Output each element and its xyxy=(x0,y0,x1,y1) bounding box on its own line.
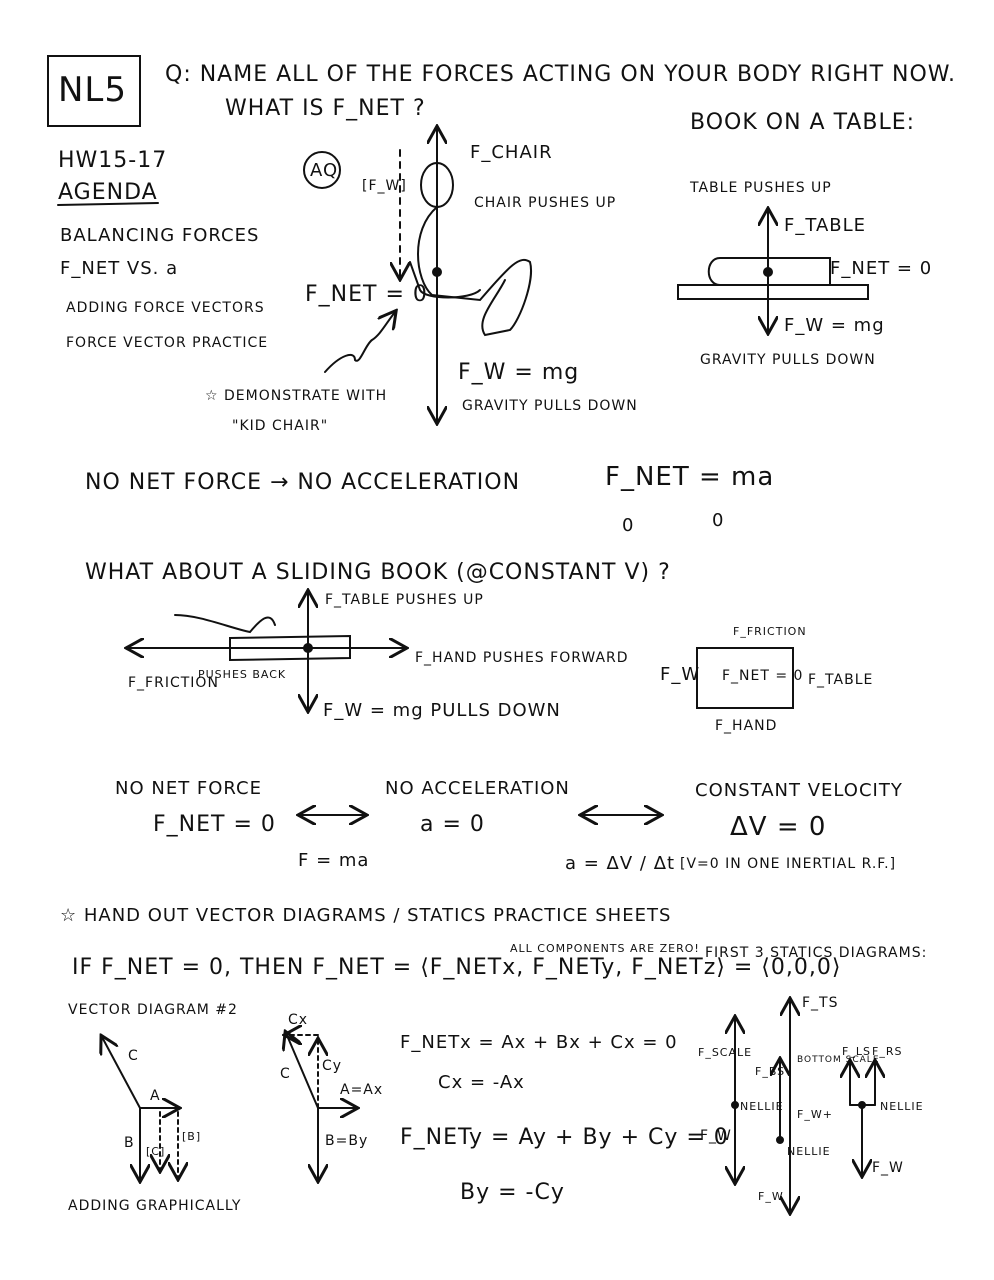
vd2-cy: Cy xyxy=(322,1058,343,1074)
f-chair-label: F_CHAIR xyxy=(470,142,553,163)
st-fts: F_TS xyxy=(802,995,839,1011)
st-nellie3: NELLIE xyxy=(880,1100,924,1113)
agenda-item: BALANCING FORCES xyxy=(60,225,260,246)
eq-fma: F = ma xyxy=(298,850,370,871)
demo-line2: "KID CHAIR" xyxy=(232,418,329,434)
pushes-back: PUSHES BACK xyxy=(198,668,287,681)
agenda-item: ADDING FORCE VECTORS xyxy=(66,300,265,316)
sliding-fw: F_W = mg PULLS DOWN xyxy=(323,700,561,721)
eq-const-v: CONSTANT VELOCITY xyxy=(695,780,903,801)
center-dot xyxy=(432,267,442,277)
question-line2: WHAT IS F_NET ? xyxy=(225,96,426,121)
st-nellie2: NELLIE xyxy=(787,1145,831,1158)
if-line: IF F_NET = 0, THEN F_NET = ⟨F_NETx, F_NE… xyxy=(72,955,842,980)
sliding-friction-label: F_FRICTION xyxy=(128,675,219,691)
fnet-zero: F_NET = 0 xyxy=(305,282,428,307)
vd-c xyxy=(102,1037,141,1109)
aq-label: AQ xyxy=(310,160,339,181)
st-fwplus: F_W+ xyxy=(797,1108,833,1121)
fw-bracket: [F_W] xyxy=(362,178,407,194)
st-frs: F_RS xyxy=(872,1045,903,1058)
st-fls: F_LS xyxy=(842,1045,871,1058)
wiggle-arrow xyxy=(324,312,395,373)
table-fnet: F_NET = 0 xyxy=(830,258,933,279)
eq-no-acc: NO ACCELERATION xyxy=(385,778,570,799)
fbd-table: F_TABLE xyxy=(808,672,874,688)
vd-c-label: C xyxy=(128,1048,139,1064)
fbd-box xyxy=(696,647,794,709)
vd2-b: B=By xyxy=(325,1133,369,1149)
vd-b-label: B xyxy=(124,1135,135,1151)
agenda-item: FORCE VECTOR PRACTICE xyxy=(66,335,269,351)
eq-a0: a = 0 xyxy=(420,812,485,837)
homework: HW15-17 xyxy=(58,148,168,173)
eq-y1: F_NETy = Ay + By + Cy = 0 xyxy=(400,1125,729,1150)
question-line1: Q: NAME ALL OF THE FORCES ACTING ON YOUR… xyxy=(165,62,957,87)
book-heading: BOOK ON A TABLE: xyxy=(690,110,916,135)
lesson-id: NL5 xyxy=(58,70,128,110)
eq-a-dv-dt: a = ΔV / Δt xyxy=(565,853,676,874)
table-fw: F_W = mg xyxy=(784,315,885,336)
vd-a-label: A xyxy=(150,1088,161,1104)
vd2-cx: Cx xyxy=(288,1012,309,1028)
st-fbs: F_BS xyxy=(755,1065,786,1078)
book-dot xyxy=(763,267,773,277)
sliding-hand-label: F_HAND PUSHES FORWARD xyxy=(415,650,629,666)
table-pushes: TABLE PUSHES UP xyxy=(690,180,832,196)
st-fw3: F_W xyxy=(872,1160,904,1176)
agenda-item: F_NET VS. a xyxy=(60,258,179,279)
lesson-box xyxy=(47,55,141,127)
eq-bracket: [V=0 IN ONE INERTIAL R.F.] xyxy=(680,856,897,872)
vector-diag-label: VECTOR DIAGRAM #2 xyxy=(68,1002,238,1018)
sliding-table: F_TABLE PUSHES UP xyxy=(325,592,484,608)
eq-x2: Cx = -Ax xyxy=(438,1072,525,1093)
eq-no-net: NO NET FORCE xyxy=(115,778,262,799)
sliding-book xyxy=(229,634,351,662)
adding-label: ADDING GRAPHICALLY xyxy=(68,1198,242,1214)
fw-mg: F_W = mg xyxy=(458,360,580,385)
st-fw2: F_W xyxy=(758,1190,784,1203)
all-zero: ALL COMPONENTS ARE ZERO! xyxy=(510,942,700,955)
zero-under-fnet: 0 xyxy=(622,515,635,536)
eq-x1: F_NETx = Ax + Bx + Cx = 0 xyxy=(400,1032,678,1053)
vd-cbr: [C] xyxy=(146,1145,166,1158)
st-bottom-scale: BOTTOM SCALE xyxy=(797,1055,880,1065)
eq-dv0: ΔV = 0 xyxy=(730,812,827,842)
handout-line: ☆ HAND OUT VECTOR DIAGRAMS / STATICS PRA… xyxy=(60,905,672,926)
vd2-a: A=Ax xyxy=(340,1082,384,1098)
agenda-title: AGENDA xyxy=(58,180,158,205)
fbd-friction: F_FRICTION xyxy=(733,625,807,638)
table-top xyxy=(677,284,869,300)
first3: FIRST 3 STATICS DIAGRAMS: xyxy=(705,945,928,961)
fnet-ma: F_NET = ma xyxy=(605,462,775,492)
table-gravity: GRAVITY PULLS DOWN xyxy=(700,352,876,368)
chair-pushes-label: CHAIR PUSHES UP xyxy=(474,195,617,211)
gravity-label: GRAVITY PULLS DOWN xyxy=(462,398,638,414)
agenda-underline xyxy=(57,202,159,206)
zero-under-a: 0 xyxy=(712,510,725,531)
vd2-c: C xyxy=(280,1066,291,1082)
st-fscale: F_SCALE xyxy=(698,1046,753,1059)
fbd-hand: F_HAND xyxy=(715,718,778,734)
hand xyxy=(174,614,276,634)
st-fw1: F_W xyxy=(700,1128,732,1144)
aq-circle xyxy=(303,151,341,189)
st-nellie1: NELLIE xyxy=(740,1100,784,1113)
vd2-c xyxy=(286,1033,319,1109)
fbd-fw: F_W xyxy=(660,664,701,685)
vd-bbr: [B] xyxy=(182,1130,202,1143)
f-table-label: F_TABLE xyxy=(784,215,867,236)
eq-fnet0: F_NET = 0 xyxy=(153,812,276,837)
eq-y2: By = -Cy xyxy=(460,1180,565,1205)
fbd-fnet: F_NET = 0 xyxy=(722,668,804,684)
sliding-heading: WHAT ABOUT A SLIDING BOOK (@CONSTANT V) … xyxy=(85,560,671,585)
sliding-dot xyxy=(303,643,313,653)
book xyxy=(707,257,831,286)
chair-seat xyxy=(409,261,481,299)
demo-line1: ☆ DEMONSTRATE WITH xyxy=(205,388,388,404)
chair-body xyxy=(417,206,532,337)
no-net-line: NO NET FORCE → NO ACCELERATION xyxy=(85,470,521,495)
